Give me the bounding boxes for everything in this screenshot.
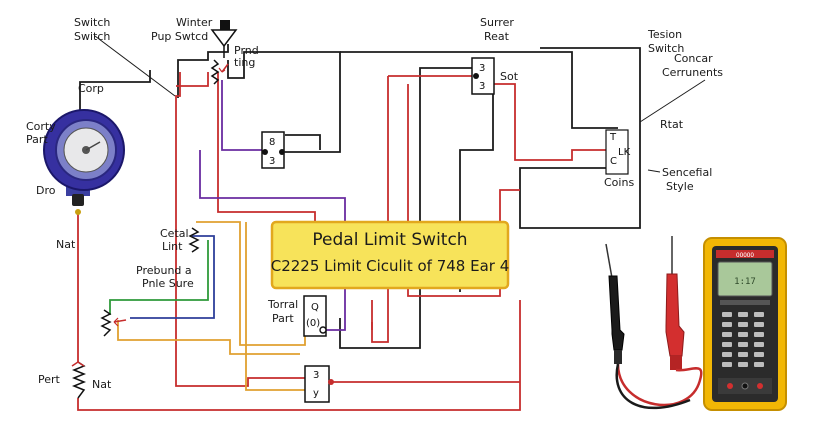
callout-lines [94, 35, 706, 173]
meter-brand: OOOOO [736, 252, 754, 259]
prebund-potentiometer [100, 309, 127, 337]
label-coins: Coins [604, 176, 634, 189]
bottom-box-text-1: 3 [313, 370, 319, 381]
orange-wires [117, 221, 306, 391]
right-box-text-2: LK [618, 147, 631, 158]
label-corty-1: Corty [26, 120, 56, 133]
right-switch-box: T LK C [605, 129, 631, 175]
sot-box-text-1: 3 [479, 63, 485, 74]
pump-resistor [210, 59, 229, 85]
bottom-box-text-2: y [313, 388, 319, 399]
top-small-box-text-2: 3 [269, 156, 275, 167]
label-switch-2: Switch [74, 30, 110, 43]
label-dro: Dro [36, 184, 56, 197]
meter-buttons [722, 312, 764, 367]
title-box: Pedal Limit Switch C2225 Limit Ciculit o… [271, 220, 510, 290]
cetal-resistor [188, 227, 200, 253]
top-switch-symbol [210, 20, 238, 58]
label-pert: Pert [38, 373, 61, 386]
purple-wires [199, 80, 346, 331]
torral-box-text-1: Q [311, 302, 319, 313]
label-winter-1: Winter [176, 16, 213, 29]
sensor-gauge [43, 109, 125, 215]
torral-box-text-2: (0) [306, 318, 320, 329]
sot-switch-box: 3 3 [471, 57, 495, 95]
multimeter-device: OOOOO 1:17 [703, 237, 787, 411]
label-rtat: Rtat [660, 118, 684, 131]
right-box-text-3: C [610, 156, 617, 167]
labels: Switch Switch Winter Pup Swtcd Prnd ting… [26, 16, 723, 391]
sot-box-text-2: 3 [479, 81, 485, 92]
label-prnd-1: Prnd [234, 44, 259, 57]
multimeter-probes [605, 236, 703, 410]
label-surrer-1: Surrer [480, 16, 514, 29]
label-cetal-2: Lint [162, 240, 183, 253]
label-sencefial-2: Style [666, 180, 694, 193]
label-winter-2: Pup Swtcd [151, 30, 208, 43]
label-prebund-2: Pnle Sure [142, 277, 194, 290]
pert-resistor [71, 361, 87, 399]
label-surrer-2: Reat [484, 30, 510, 43]
label-cetal-1: Cetal [160, 227, 189, 240]
label-tesion-2: Switch [648, 42, 684, 55]
meter-display-value: 1:17 [734, 277, 756, 287]
black-wires [79, 44, 641, 349]
right-box-text-1: T [609, 132, 617, 143]
top-small-switch-box: 8 3 [261, 131, 285, 169]
label-corp: Corp [78, 82, 104, 95]
label-torral-1: Torral [267, 298, 298, 311]
label-sot: Sot [500, 70, 519, 83]
blue-wires [130, 235, 215, 319]
label-concar-2: Cerrunents [662, 66, 723, 79]
label-switch-1: Switch [74, 16, 110, 29]
top-small-box-text-1: 8 [269, 137, 275, 148]
label-nat-bottom: Nat [92, 378, 112, 391]
torral-switch-box: Q (0) [303, 295, 327, 337]
title-line-1: Pedal Limit Switch [312, 230, 467, 250]
label-prebund-1: Prebund a [136, 264, 192, 277]
label-nat-left: Nat [56, 238, 76, 251]
label-corty-2: Part [26, 133, 48, 146]
label-sencefial-1: Sencefial [662, 166, 712, 179]
green-wires [109, 240, 209, 315]
bottom-switch-box: 3 y [304, 365, 334, 403]
label-torral-2: Part [272, 312, 294, 325]
label-prnd-2: ting [234, 56, 255, 69]
title-line-2: C2225 Limit Ciculit of 748 Ear 4 [271, 257, 510, 275]
label-concar-1: Concar [674, 52, 713, 65]
label-tesion-1: Tesion [647, 28, 682, 41]
